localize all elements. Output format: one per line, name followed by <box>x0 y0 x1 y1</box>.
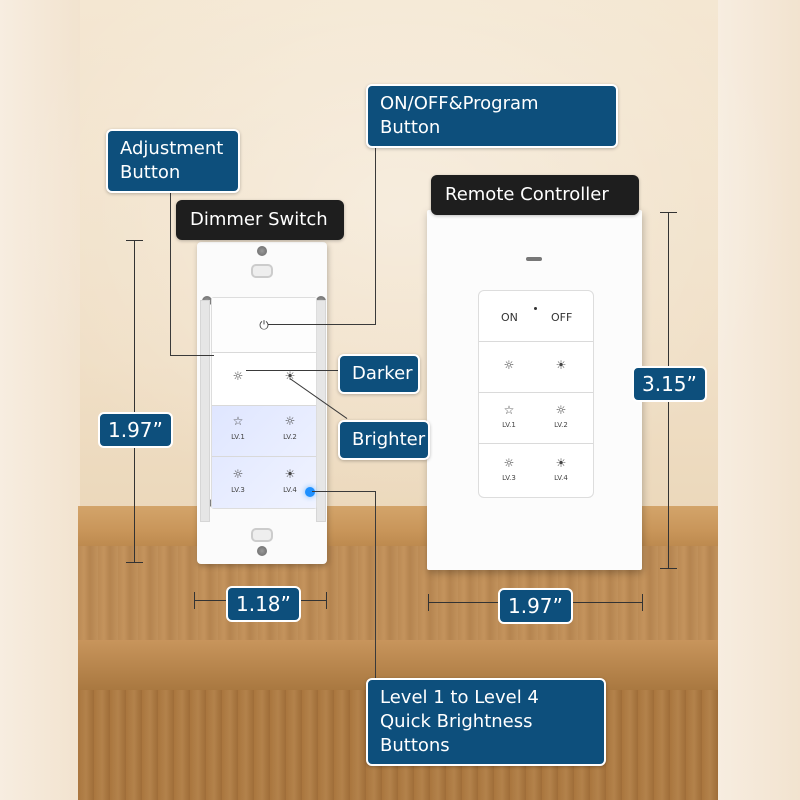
remote-level-row-1-2: ☆ LV.1 ☼ LV.2 <box>479 393 593 444</box>
power-button[interactable]: ⏻ <box>212 298 316 353</box>
remote-level1-icon[interactable]: ☆ <box>503 403 515 417</box>
plate-top-screw <box>257 246 267 256</box>
plate-bottom-screw <box>257 546 267 556</box>
callout-on-off: ON/OFF&Program Button <box>366 84 618 148</box>
brighter-icon: ☀ <box>284 369 296 383</box>
plate-bottom-hole <box>251 528 273 542</box>
left-wall <box>0 0 80 800</box>
plate-top-hole <box>251 264 273 278</box>
callout-remote-controller: Remote Controller <box>431 175 639 215</box>
remote-width-label: 1.97” <box>498 588 573 624</box>
dimmer-height-cap-top <box>126 240 143 241</box>
remote-height-label: 3.15” <box>632 366 707 402</box>
callout-darker: Darker <box>338 354 420 394</box>
level-row-1-2: ☆ LV.1 ☼ LV.2 <box>212 406 316 457</box>
level4-label: LV.4 <box>283 486 297 494</box>
level3-icon[interactable]: ☼ <box>232 467 244 481</box>
level2-label: LV.2 <box>283 433 297 441</box>
remote-level3-icon[interactable]: ☼ <box>503 456 515 470</box>
level2-icon[interactable]: ☼ <box>284 414 296 428</box>
remote-indicator <box>526 257 542 261</box>
remote-width-cap-left <box>428 594 429 611</box>
darker-icon: ☼ <box>232 369 244 383</box>
remote-height-cap-bottom <box>660 568 677 569</box>
remote-level2-icon[interactable]: ☼ <box>555 403 567 417</box>
dimmer-height-cap-bottom <box>126 562 143 563</box>
remote-on-label: ON <box>501 311 518 324</box>
remote-level2-label: LV.2 <box>554 421 568 429</box>
dimmer-button-panel: ⏻ ☼ ☀ ☆ LV.1 ☼ LV.2 ☼ LV.3 ☀ LV.4 <box>211 297 317 509</box>
level1-label: LV.1 <box>231 433 245 441</box>
remote-level-row-3-4: ☼ LV.3 ☀ LV.4 <box>479 444 593 496</box>
remote-width-cap-right <box>642 594 643 611</box>
remote-darker-icon: ☼ <box>503 358 515 372</box>
remote-on-off-row[interactable]: ON OFF <box>479 291 593 342</box>
adjustment-button[interactable]: ☼ ☀ <box>212 353 316 406</box>
leader-level-h <box>312 491 376 492</box>
level3-label: LV.3 <box>231 486 245 494</box>
callout-level-quick: Level 1 to Level 4 Quick Brightness Butt… <box>366 678 606 766</box>
dimmer-width-cap-left <box>194 592 195 609</box>
level-backlight <box>212 406 316 508</box>
dimmer-width-cap-right <box>326 592 327 609</box>
level1-icon[interactable]: ☆ <box>232 414 244 428</box>
remote-level1-label: LV.1 <box>502 421 516 429</box>
callout-adjustment: Adjustment Button <box>106 129 240 193</box>
dimmer-height-line <box>134 240 135 562</box>
right-wall <box>718 0 800 800</box>
remote-level4-label: LV.4 <box>554 474 568 482</box>
remote-height-cap-top <box>660 212 677 213</box>
remote-off-label: OFF <box>551 311 573 324</box>
leader-adjust-h <box>170 355 214 356</box>
dimmer-width-label: 1.18” <box>226 586 301 622</box>
leader-adjust-v <box>170 190 171 355</box>
dimmer-height-label: 1.97” <box>98 412 173 448</box>
level4-icon[interactable]: ☀ <box>284 467 296 481</box>
left-rail <box>200 300 210 522</box>
leader-onoff-v <box>375 124 376 324</box>
remote-brighter-icon: ☀ <box>555 358 567 372</box>
remote-dot <box>534 307 537 310</box>
remote-adjust-row[interactable]: ☼ ☀ <box>479 342 593 393</box>
status-led <box>305 487 315 497</box>
callout-brighter: Brighter <box>338 420 430 460</box>
leader-onoff-h <box>268 324 376 325</box>
remote-level4-icon[interactable]: ☀ <box>555 456 567 470</box>
remote-button-panel: ON OFF ☼ ☀ ☆ LV.1 ☼ LV.2 ☼ LV.3 ☀ LV.4 <box>478 290 594 498</box>
callout-dimmer-switch: Dimmer Switch <box>176 200 344 240</box>
level-row-3-4: ☼ LV.3 ☀ LV.4 <box>212 457 316 507</box>
power-icon: ⏻ <box>259 318 269 332</box>
remote-level3-label: LV.3 <box>502 474 516 482</box>
right-rail <box>316 300 326 522</box>
leader-darker <box>246 370 338 371</box>
leader-level-v <box>375 491 376 686</box>
